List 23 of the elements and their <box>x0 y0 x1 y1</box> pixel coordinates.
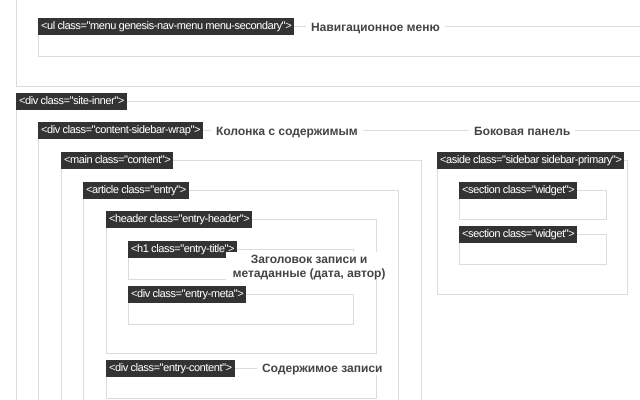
container-box <box>38 18 640 57</box>
html-tag-label: <h1 class="entry-title"> <box>128 241 238 258</box>
html-tag-label: <section class="widget"> <box>459 226 578 243</box>
html-tag-label: <ul class="menu genesis-nav-menu menu-secondary"> <box>38 18 294 35</box>
html-tag-label: <div class="entry-content"> <box>106 360 235 377</box>
html-tag-label: <div class="entry-meta"> <box>128 286 246 303</box>
annotation-text: Навигационное меню <box>306 20 445 34</box>
annotation-text: Колонка с содержимым <box>211 124 363 138</box>
container-box <box>437 152 628 295</box>
html-tag-label: <div class="content-sidebar-wrap"> <box>38 122 203 139</box>
annotation-text: Боковая панель <box>469 124 576 138</box>
container-box <box>83 182 399 400</box>
html-tag-label: <div class="site-inner"> <box>16 93 127 110</box>
html-tag-label: <header class="entry-header"> <box>106 211 252 228</box>
html-tag-label: <aside class="sidebar sidebar-primary"> <box>437 152 624 169</box>
html-tag-label: <main class="content"> <box>61 152 174 169</box>
container-box <box>16 0 640 87</box>
container-box <box>459 226 607 265</box>
html-tag-label: <article class="entry"> <box>83 182 189 199</box>
container-box <box>459 182 607 220</box>
html-tag-label: <section class="widget"> <box>459 182 578 199</box>
container-box <box>61 152 422 400</box>
container-box <box>128 286 354 325</box>
